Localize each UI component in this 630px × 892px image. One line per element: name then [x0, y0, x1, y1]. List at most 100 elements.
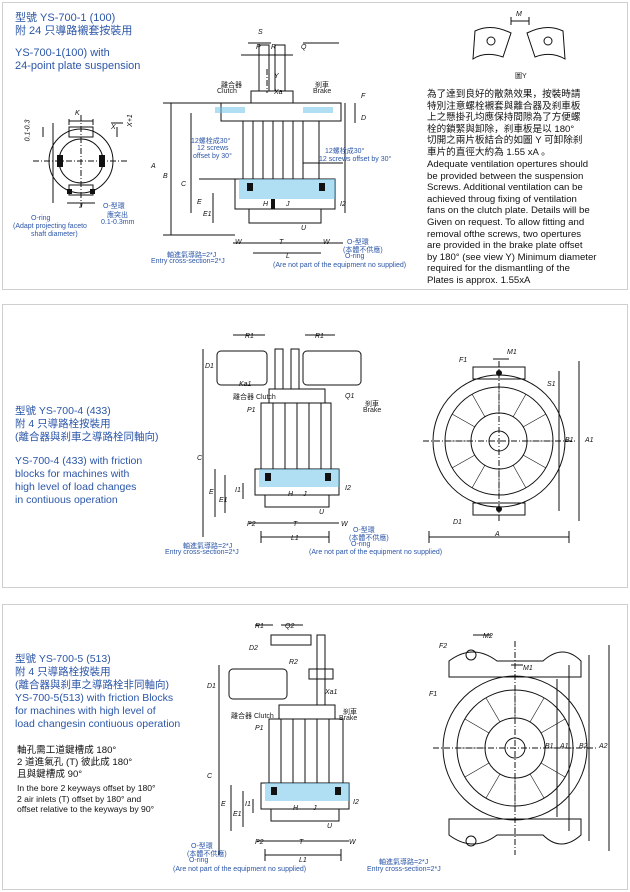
- dim-R1-right: R1: [315, 333, 324, 340]
- model-subtitle: 附 4 只導路栓按裝用: [15, 666, 111, 678]
- model-subtitle-2: (離合器與刹車之導路栓非同軸向): [15, 679, 169, 691]
- drawing-front-view-5: [3, 605, 627, 889]
- label-brake-en: Brake: [313, 88, 332, 95]
- dim-T: T: [279, 239, 284, 246]
- label-oring-mm: 0.1-0.3mm: [101, 219, 135, 226]
- dim-E1: E1: [233, 811, 242, 818]
- label-entry-zh: 軸進氣導路=2*J: [183, 543, 233, 550]
- dim-T: T: [299, 839, 304, 846]
- label-screws-en: 12 screws: [197, 145, 229, 152]
- dim-L1: L1: [291, 535, 299, 542]
- model-title: 型號 YS-700-1 (100): [15, 12, 116, 24]
- dim-Ka1: Ka1: [239, 381, 252, 388]
- label-oring-en: O-ring: [189, 857, 209, 864]
- label-brake-zh: 刹車: [343, 709, 357, 716]
- para-en-line: removal ofthe screws, two opertures: [427, 228, 582, 240]
- dim-D2: D2: [249, 645, 258, 652]
- dim-B: B: [163, 173, 168, 180]
- dim-I1: I1: [235, 487, 241, 494]
- dim-W: W: [341, 521, 348, 528]
- label-clutch: 離合器 Clutch: [233, 394, 276, 401]
- view-y-label: 圖Y: [515, 73, 527, 80]
- panel-ys-700-4: 型號 YS-700-4 (433) 附 4 只導路栓按裝用 (離合器與刹車之導路…: [2, 304, 628, 588]
- para-en-line: Plates is approx. 1.55xA: [427, 274, 531, 286]
- dim-B1: B1: [545, 743, 554, 750]
- dim-F1: F1: [459, 357, 468, 364]
- dim-B1: B1: [565, 437, 574, 444]
- dim-A1: A1: [585, 437, 594, 444]
- dim-S: S: [258, 29, 263, 36]
- label-oring-left: O-ring: [31, 215, 51, 222]
- para-zh-line: 切開之兩片板結合的如圖 Y 可卸除刹: [427, 135, 583, 147]
- dim-S1: S1: [547, 381, 556, 388]
- dim-E: E: [197, 199, 202, 206]
- label-screws-right-en: 12 screws offset by 30°: [319, 156, 392, 163]
- dim-W-right: W: [323, 239, 330, 246]
- note-zh-line: 2 道進氣孔 (T) 彼此成 180°: [17, 757, 133, 768]
- para-zh-line: 為了達到良好的散熱效果，按裝時請: [427, 89, 581, 100]
- label-screws-zh: 12螺栓成30°: [191, 138, 231, 145]
- model-title: 型號 YS-700-4 (433): [15, 405, 111, 417]
- dim-U: U: [327, 823, 333, 830]
- dim-E1: E1: [219, 497, 228, 504]
- dim-M1: M1: [507, 349, 517, 356]
- dim-R1: R1: [255, 623, 264, 630]
- dim-A: A: [495, 531, 500, 538]
- drawing-shaft-section: [3, 3, 627, 289]
- desc-en-2: blocks for machines with: [15, 468, 130, 480]
- para-en-line: fans on the clutch plate. Details will b…: [427, 205, 590, 217]
- drawing-view-y: [3, 3, 627, 289]
- label-clutch-zh: 離合器: [221, 82, 242, 89]
- dim-J-main: J: [286, 201, 290, 208]
- dim-W: W: [349, 839, 356, 846]
- dim-Xa: Xa: [274, 89, 283, 96]
- label-entry-en: Entry cross-section=2*J: [165, 549, 239, 556]
- para-en-line: are provided in the brake plate offset: [427, 240, 583, 252]
- label-brake-zh: 刹車: [315, 82, 329, 89]
- dim-E: E: [209, 489, 214, 496]
- dim-C: C: [207, 773, 213, 780]
- dim-W-left: W: [235, 239, 242, 246]
- dim-A: A: [151, 163, 156, 170]
- dim-B2: B2: [579, 743, 588, 750]
- desc-en-1: YS-700-4 (433) with friction: [15, 455, 143, 467]
- label-oring-zh: O-型環: [347, 239, 369, 246]
- label-brake-zh: 刹車: [365, 401, 379, 408]
- dim-Q: Q: [301, 44, 307, 51]
- para-en-line: Given on request. To allow fitting and: [427, 216, 585, 228]
- drawing-clutch-brake-1: [3, 3, 627, 289]
- dim-Q2: Q2: [285, 623, 295, 630]
- dim-J: J: [313, 805, 317, 812]
- dim-L1: L1: [299, 857, 307, 864]
- dim-I2: I2: [345, 485, 351, 492]
- dim-D1: D1: [207, 683, 216, 690]
- dim-R: R: [271, 44, 277, 51]
- desc-en-3: load changesin contiuous operation: [15, 718, 181, 730]
- para-zh-line: 車片的直徑大約為 1.55 xA 。: [427, 146, 551, 158]
- model-subtitle-en: 24-point plate suspension: [15, 60, 141, 72]
- label-oring-zh2: 應突出: [107, 212, 128, 219]
- label-entry-en: Entry cross-section=2*J: [151, 258, 225, 265]
- note-en-line: offset relative to the keyways by 90°: [17, 804, 155, 815]
- para-zh-line: 特別注意螺栓襯套與離合器及刹車板: [427, 100, 581, 112]
- dim-Q1: Q1: [345, 393, 355, 400]
- drawing-front-view-4: [3, 305, 627, 587]
- dim-K: K: [75, 110, 80, 117]
- dim-P1: P1: [247, 407, 256, 414]
- dim-D: D: [361, 115, 367, 122]
- dim-X: X: [111, 124, 116, 131]
- dim-J: J: [79, 203, 83, 210]
- model-title: 型號 YS-700-5 (513): [15, 653, 111, 665]
- label-oring-en: O-ring: [351, 541, 371, 548]
- dim-M1: M1: [523, 665, 533, 672]
- para-en-line: achieved throug fixing of ventilation: [427, 193, 577, 205]
- panel-ys-700-5: 型號 YS-700-5 (513) 附 4 只導路栓按裝用 (離合器與刹車之導路…: [2, 604, 628, 890]
- model-subtitle: 附 4 只導路栓按裝用: [15, 418, 111, 430]
- note-en-line: In the bore 2 keyways offset by 180°: [17, 783, 156, 793]
- dim-D1: D1: [205, 363, 214, 370]
- para-zh-line: 栓的鎖緊與卸除，刹車板是以 180°: [427, 123, 575, 135]
- dim-C: C: [197, 455, 203, 462]
- para-en-line: Screws. Additional ventilation can be: [427, 182, 583, 194]
- dim-F2: F2: [439, 643, 448, 650]
- label-oring-zh2: (本體不供應): [187, 851, 227, 858]
